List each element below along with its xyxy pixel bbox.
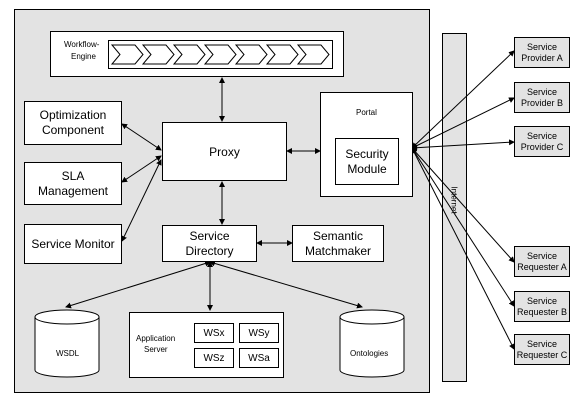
- service-monitor-box: Service Monitor: [24, 224, 122, 264]
- workflow-engine-label-line2: Engine: [71, 52, 96, 61]
- security-module-box: Security Module: [335, 138, 399, 185]
- proxy-label: Proxy: [209, 144, 240, 159]
- arrow-security-requester-c: [411, 147, 515, 350]
- ext-line1: Service: [526, 41, 557, 52]
- wsdl-database-icon: [34, 309, 100, 378]
- ext-line2: Requester C: [516, 349, 568, 360]
- semantic-matchmaker-box: Semantic Matchmaker: [292, 225, 384, 262]
- ext-line2: Requester A: [517, 261, 567, 272]
- service-provider-a-box: Service Provider A: [514, 37, 570, 68]
- arrow-security-provider-c: [411, 139, 515, 151]
- service-directory-box: Service Directory: [162, 225, 257, 262]
- ext-line2: Provider C: [520, 141, 564, 152]
- arrow-security-provider-a: [411, 50, 515, 149]
- optimization-line1: Optimization: [39, 108, 107, 122]
- sla-management-box: SLA Management: [24, 162, 122, 205]
- ws-box: WSy: [239, 323, 279, 343]
- service-requester-c-box: Service Requester C: [514, 334, 570, 365]
- proxy-box: Proxy: [162, 122, 287, 181]
- ext-line1: Service: [526, 130, 557, 141]
- ws-box: WSa: [239, 348, 279, 368]
- wsdl-label: WSDL: [56, 349, 80, 358]
- optimization-component-box: Optimization Component: [24, 101, 122, 145]
- arrow-sla-proxy: [121, 155, 162, 183]
- optimization-line2: Component: [41, 123, 105, 137]
- security-line2: Module: [347, 161, 387, 176]
- directory-line2: Directory: [185, 243, 234, 258]
- arrow-optimization-proxy: [121, 123, 162, 151]
- service-requester-b-box: Service Requester B: [514, 291, 570, 322]
- arrow-directory-wsdl: [65, 260, 211, 309]
- ext-line1: Service: [526, 295, 557, 306]
- ontologies-label: Ontologies: [350, 349, 389, 358]
- workflow-engine-label-line1: Workflow-: [64, 40, 100, 49]
- ext-line1: Service: [526, 250, 557, 261]
- ext-line2: Provider A: [521, 52, 563, 63]
- workflow-chevrons-icon: [108, 40, 333, 69]
- ws-box: WSz: [194, 348, 234, 368]
- ext-line2: Requester B: [516, 306, 568, 317]
- arrow-security-requester-a: [411, 147, 515, 263]
- portal-label: Portal: [356, 108, 377, 117]
- ext-line1: Service: [526, 86, 557, 97]
- matchmaker-line2: Matchmaker: [304, 243, 372, 258]
- directory-line1: Service: [189, 228, 230, 243]
- arrow-security-provider-b: [411, 97, 515, 149]
- service-monitor-label: Service Monitor: [31, 237, 115, 251]
- sla-line2: Management: [37, 183, 109, 198]
- ws-box: WSx: [194, 323, 234, 343]
- app-server-line1: Application: [136, 334, 176, 343]
- service-provider-b-box: Service Provider B: [514, 82, 570, 113]
- ext-line1: Service: [526, 338, 557, 349]
- app-server-line2: Server: [144, 345, 168, 354]
- ontologies-database-icon: [339, 309, 405, 378]
- security-line1: Security: [345, 146, 389, 161]
- arrow-security-requester-b: [411, 147, 515, 307]
- arrow-directory-ontologies: [209, 260, 363, 309]
- service-provider-c-box: Service Provider C: [514, 126, 570, 157]
- service-requester-a-box: Service Requester A: [514, 246, 570, 277]
- sla-line1: SLA: [61, 168, 85, 183]
- matchmaker-line1: Semantic: [312, 228, 364, 243]
- ext-line2: Provider B: [520, 97, 564, 108]
- arrow-monitor-proxy: [121, 159, 162, 242]
